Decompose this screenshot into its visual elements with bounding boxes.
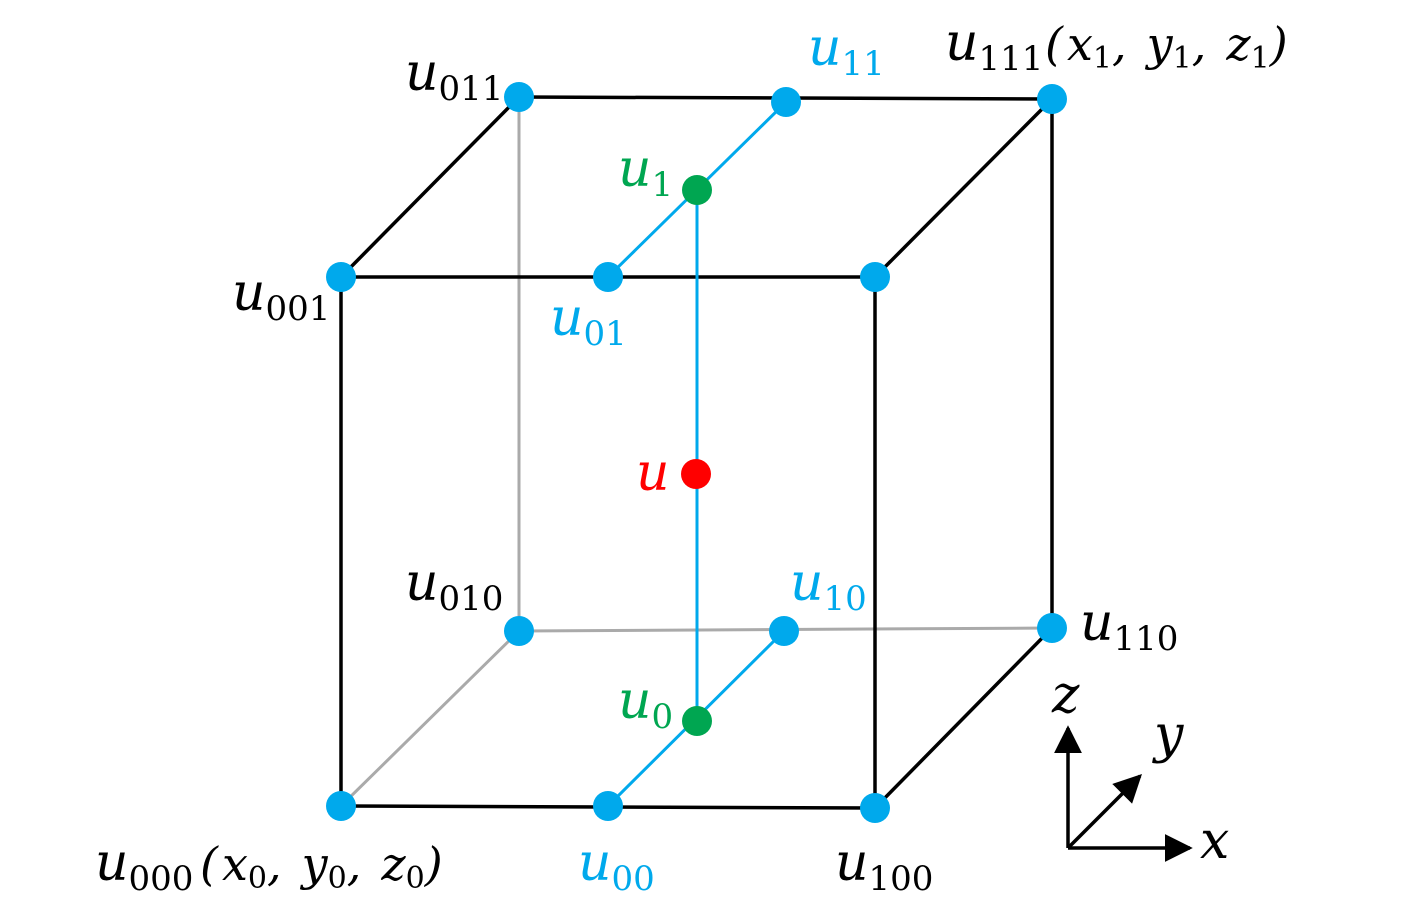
point-u001 bbox=[326, 262, 356, 292]
point-u0 bbox=[682, 706, 712, 736]
label-u00: u00 bbox=[578, 833, 655, 899]
edge-u001-u011 bbox=[339, 95, 521, 279]
label-u001: u001 bbox=[232, 263, 330, 329]
point-u01 bbox=[593, 262, 623, 292]
label-u010: u010 bbox=[405, 553, 503, 619]
label-u0: u0 bbox=[618, 671, 673, 737]
point-u00 bbox=[593, 791, 623, 821]
point-u011 bbox=[504, 82, 534, 112]
label-u111: u111 bbox=[945, 13, 1043, 79]
point-u11 bbox=[771, 87, 801, 117]
corner-labels: u000 (x0,y0,z0) u100 u110 u010 u001 u011… bbox=[95, 13, 1288, 899]
edge-front-top-u111 bbox=[873, 97, 1054, 279]
label-u11: u11 bbox=[808, 18, 885, 84]
point-u100 bbox=[860, 793, 890, 823]
point-u010 bbox=[504, 616, 534, 646]
label-u10: u10 bbox=[790, 553, 867, 619]
edge-u100-u110 bbox=[873, 626, 1054, 810]
point-u111 bbox=[1037, 84, 1067, 114]
axis-indicator bbox=[1054, 725, 1193, 862]
label-u011: u011 bbox=[405, 43, 503, 109]
points bbox=[326, 82, 1067, 823]
point-u1 bbox=[682, 175, 712, 205]
axis-x-label: x bbox=[1200, 811, 1229, 871]
label-u1: u1 bbox=[618, 139, 673, 205]
label-u01: u01 bbox=[550, 288, 627, 354]
face-point-labels: u0 u1 bbox=[618, 139, 673, 737]
point-u110 bbox=[1037, 613, 1067, 643]
label-u000: u000 bbox=[95, 833, 193, 899]
point-u000 bbox=[326, 791, 356, 821]
axis-y-label: y bbox=[1152, 705, 1184, 765]
point-u10 bbox=[769, 616, 799, 646]
label-u000-coords: (x0,y0,z0) bbox=[200, 837, 443, 896]
label-u100: u100 bbox=[835, 833, 933, 899]
label-u: u bbox=[636, 443, 670, 503]
label-u111-coords: (x1,y1,z1) bbox=[1045, 17, 1288, 76]
point-u bbox=[681, 459, 711, 489]
axis-y-arrow bbox=[1066, 774, 1142, 850]
hidden-edge-u000-u010 bbox=[339, 629, 521, 808]
axis-z-label: z bbox=[1051, 665, 1080, 725]
label-u110: u110 bbox=[1080, 593, 1178, 659]
edge-point-labels: u00 u10 u01 u11 bbox=[550, 18, 885, 899]
point-front-top-right bbox=[860, 262, 890, 292]
